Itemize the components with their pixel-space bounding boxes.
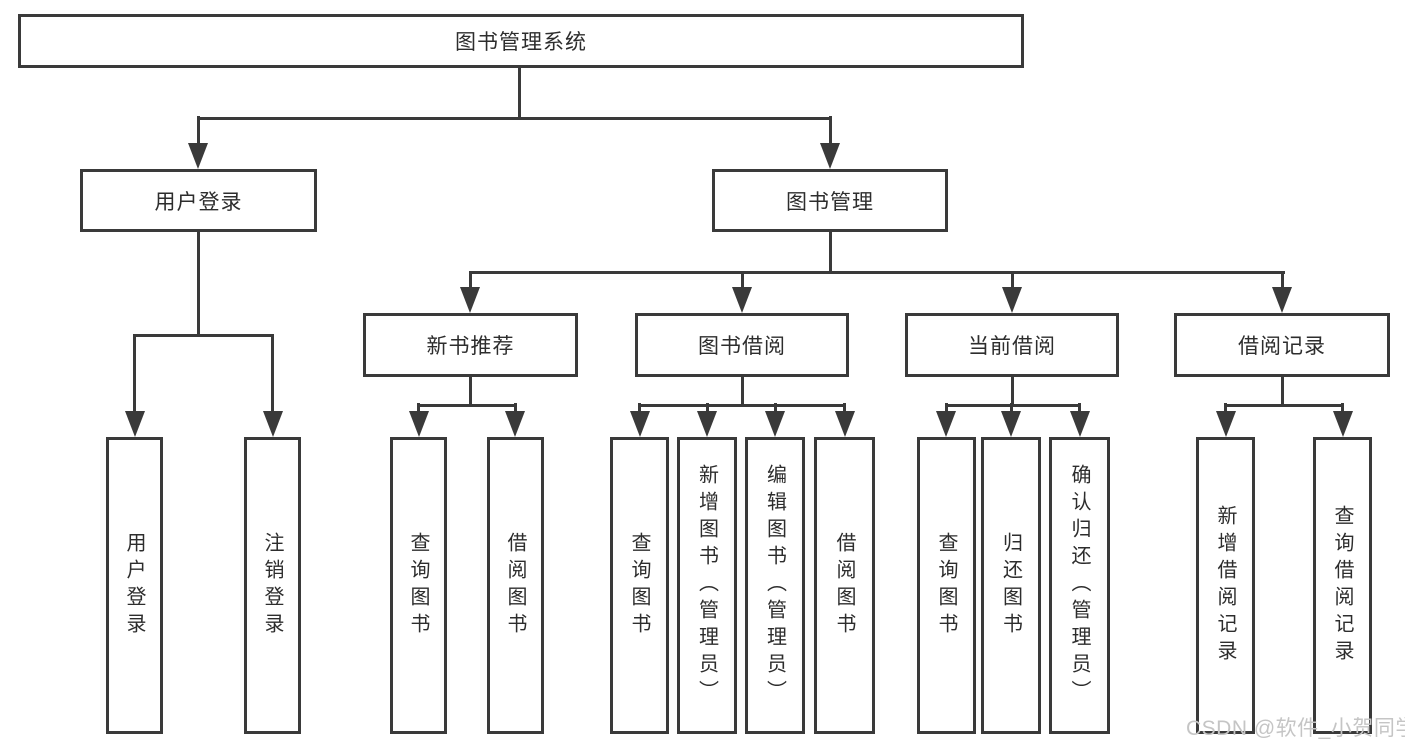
arrow-down-icon bbox=[834, 411, 855, 437]
leaf-add-book-admin: 新增图书（管理员） bbox=[677, 437, 737, 734]
connector-book-borrow-stub bbox=[740, 377, 744, 405]
leaf-return-book-label: 归还图书 bbox=[999, 531, 1022, 640]
leaf-user-login-label: 用户登录 bbox=[123, 531, 145, 640]
connector-drop-leaf bbox=[1009, 403, 1013, 417]
leaf-confirm-return-admin-label: 确认归还（管理员） bbox=[1068, 464, 1090, 707]
leaf-recommend-borrow-book-label: 借阅图书 bbox=[504, 531, 526, 640]
connector-drop-leaf bbox=[1078, 403, 1081, 417]
leaf-borrow-book-label: 借阅图书 bbox=[833, 531, 855, 640]
connector-drop-new-book-recommend bbox=[468, 271, 472, 295]
connector-recommend-branch bbox=[417, 403, 517, 407]
leaf-borrow-book: 借阅图书 bbox=[814, 437, 875, 734]
leaf-borrow-query-book-label: 查询图书 bbox=[628, 531, 650, 640]
node-book-borrow: 图书借阅 bbox=[635, 313, 849, 377]
leaf-user-login: 用户登录 bbox=[106, 437, 163, 734]
connector-drop-book-management bbox=[828, 116, 832, 152]
connector-drop-leaf bbox=[843, 403, 846, 417]
connector-drop-leaf bbox=[705, 403, 709, 417]
connector-book-management-stub bbox=[828, 232, 832, 274]
arrow-down-icon bbox=[124, 411, 145, 437]
connector-user-login-stub bbox=[196, 232, 200, 336]
node-book-management-label: 图书管理 bbox=[786, 190, 874, 214]
leaf-query-borrow-record: 查询借阅记录 bbox=[1313, 437, 1372, 734]
node-current-borrow: 当前借阅 bbox=[905, 313, 1119, 377]
arrow-down-icon bbox=[697, 411, 717, 437]
connector-drop-user-login bbox=[196, 116, 200, 152]
leaf-current-query-book-label: 查询图书 bbox=[935, 531, 957, 640]
leaf-return-book: 归还图书 bbox=[981, 437, 1041, 734]
arrow-down-icon bbox=[732, 287, 752, 313]
connector-drop-leaf bbox=[271, 334, 274, 416]
leaf-edit-book-admin: 编辑图书（管理员） bbox=[745, 437, 805, 734]
leaf-logout: 注销登录 bbox=[244, 437, 301, 734]
connector-current-borrow-branch bbox=[944, 403, 1081, 407]
arrow-down-icon bbox=[408, 411, 429, 437]
leaf-current-query-book: 查询图书 bbox=[917, 437, 976, 734]
arrow-down-icon bbox=[1002, 287, 1022, 313]
leaf-add-borrow-record-label: 新增借阅记录 bbox=[1214, 504, 1236, 667]
connector-level2-branch bbox=[196, 116, 832, 120]
connector-drop-leaf bbox=[773, 403, 777, 417]
arrow-down-icon bbox=[460, 287, 480, 313]
connector-drop-leaf bbox=[1224, 403, 1227, 417]
connector-drop-leaf bbox=[944, 403, 948, 417]
arrow-down-icon bbox=[1332, 411, 1353, 437]
leaf-edit-book-admin-label: 编辑图书（管理员） bbox=[763, 464, 786, 707]
connector-drop-leaf bbox=[513, 403, 517, 417]
connector-drop-book-borrow bbox=[740, 271, 744, 295]
node-user-login-label: 用户登录 bbox=[154, 190, 243, 214]
arrow-down-icon bbox=[629, 411, 650, 437]
leaf-add-borrow-record: 新增借阅记录 bbox=[1196, 437, 1255, 734]
node-book-management: 图书管理 bbox=[712, 169, 948, 232]
node-new-book-recommend-label: 新书推荐 bbox=[426, 335, 515, 358]
node-new-book-recommend: 新书推荐 bbox=[363, 313, 578, 377]
arrow-down-icon bbox=[262, 411, 283, 437]
leaf-recommend-query-book-label: 查询图书 bbox=[407, 531, 429, 640]
connector-book-borrow-branch bbox=[638, 403, 846, 407]
connector-borrow-record-stub bbox=[1280, 377, 1284, 405]
leaf-logout-label: 注销登录 bbox=[261, 531, 283, 640]
arrow-down-icon bbox=[820, 143, 840, 169]
arrow-down-icon bbox=[1069, 411, 1090, 437]
connector-drop-leaf bbox=[417, 403, 420, 417]
node-library-system: 图书管理系统 bbox=[18, 14, 1024, 68]
node-current-borrow-label: 当前借阅 bbox=[968, 335, 1056, 358]
connector-drop-leaf bbox=[1341, 403, 1344, 417]
connector-drop-current-borrow bbox=[1010, 271, 1014, 295]
arrow-down-icon bbox=[1001, 411, 1021, 437]
leaf-borrow-query-book: 查询图书 bbox=[610, 437, 669, 734]
arrow-down-icon bbox=[765, 411, 785, 437]
connector-borrow-record-branch bbox=[1224, 403, 1344, 407]
node-book-borrow-label: 图书借阅 bbox=[698, 335, 786, 358]
leaf-query-borrow-record-label: 查询借阅记录 bbox=[1331, 504, 1353, 667]
connector-root-stub bbox=[518, 68, 521, 118]
connector-recommend-stub bbox=[469, 377, 472, 405]
connector-drop-leaf bbox=[638, 403, 641, 417]
arrow-down-icon bbox=[936, 411, 956, 437]
node-borrow-record-label: 借阅记录 bbox=[1238, 335, 1326, 358]
watermark: CSDN @软件_小贺同学 bbox=[1186, 717, 1405, 740]
arrow-down-icon bbox=[1215, 411, 1236, 437]
node-borrow-record: 借阅记录 bbox=[1174, 313, 1390, 377]
connector-drop-leaf bbox=[133, 334, 136, 416]
arrow-down-icon bbox=[188, 143, 208, 169]
leaf-recommend-query-book: 查询图书 bbox=[390, 437, 447, 734]
connector-level3-branch bbox=[468, 270, 1285, 274]
arrow-down-icon bbox=[505, 411, 525, 437]
connector-current-borrow-stub bbox=[1010, 377, 1014, 405]
connector-drop-borrow-record bbox=[1280, 271, 1284, 295]
node-library-system-label: 图书管理系统 bbox=[455, 31, 587, 54]
leaf-confirm-return-admin: 确认归还（管理员） bbox=[1049, 437, 1110, 734]
leaf-recommend-borrow-book: 借阅图书 bbox=[487, 437, 544, 734]
arrow-down-icon bbox=[1272, 287, 1292, 313]
node-user-login: 用户登录 bbox=[80, 169, 317, 232]
leaf-add-book-admin-label: 新增图书（管理员） bbox=[695, 464, 718, 707]
connector-user-login-branch bbox=[133, 333, 274, 337]
